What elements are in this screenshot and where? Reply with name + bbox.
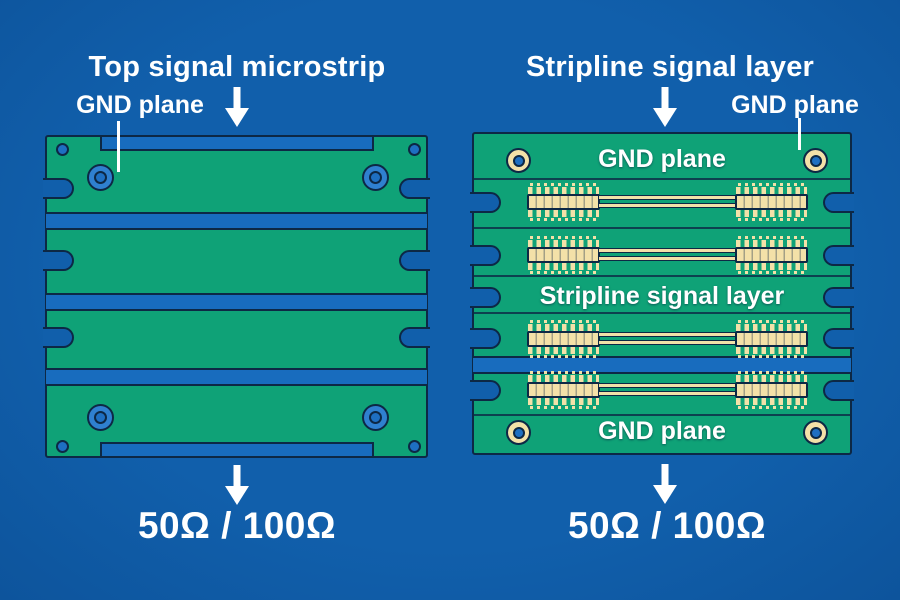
connector-row [527, 320, 808, 358]
copper-gap-stripe [46, 368, 427, 386]
plated-mounting-hole [506, 420, 531, 445]
edge-notch [470, 245, 501, 266]
edge-notch [399, 178, 430, 199]
edge-notch [823, 380, 854, 401]
edge-notch [823, 328, 854, 349]
tooling-hole [408, 440, 421, 453]
down-arrow-icon [653, 87, 677, 127]
right-gnd-plane-label: GND plane [731, 91, 859, 119]
smd-connector-footprint [735, 371, 808, 409]
smd-connector-footprint [527, 236, 600, 274]
connector-row [527, 371, 808, 409]
copper-gap-stripe [46, 293, 427, 311]
plated-mounting-hole [506, 148, 531, 173]
mounting-hole [362, 404, 389, 431]
tooling-hole [56, 440, 69, 453]
copper-gap-stripe [473, 356, 851, 374]
left-panel-title: Top signal microstrip [88, 51, 386, 83]
trace-separator [474, 227, 850, 229]
trace-separator [474, 414, 850, 416]
differential-pair-traces [598, 383, 737, 396]
smd-connector-footprint [527, 371, 600, 409]
right-impedance-label: 50Ω / 100Ω [567, 505, 767, 546]
smd-connector-footprint [527, 183, 600, 221]
copper-inset [100, 137, 374, 151]
edge-notch [823, 287, 854, 308]
tooling-hole [56, 143, 69, 156]
board-stripline-label: Stripline signal layer [539, 282, 785, 310]
trace-separator [474, 312, 850, 314]
copper-gap-stripe [46, 212, 427, 230]
down-arrow-icon [225, 87, 249, 127]
differential-pair-traces [598, 248, 737, 261]
connector-row [527, 183, 808, 221]
left-impedance-label: 50Ω / 100Ω [137, 505, 337, 546]
edge-notch [470, 192, 501, 213]
edge-notch [823, 192, 854, 213]
mounting-hole [362, 164, 389, 191]
connector-row [527, 236, 808, 274]
trace-separator [474, 178, 850, 180]
plated-mounting-hole [803, 420, 828, 445]
stripline-board: GND plane Stripline signal layer GND pla… [470, 132, 854, 455]
edge-notch [823, 245, 854, 266]
right-panel-title: Stripline signal layer [525, 51, 815, 83]
trace-separator [474, 275, 850, 277]
smd-connector-footprint [735, 320, 808, 358]
down-arrow-icon [653, 464, 677, 504]
differential-pair-traces [598, 195, 737, 208]
edge-notch [399, 327, 430, 348]
smd-connector-footprint [527, 320, 600, 358]
smd-connector-footprint [735, 236, 808, 274]
leader-line [117, 121, 120, 172]
edge-notch [470, 328, 501, 349]
plated-mounting-hole [803, 148, 828, 173]
left-gnd-plane-label: GND plane [76, 91, 204, 119]
microstrip-board [43, 135, 430, 458]
edge-notch [399, 250, 430, 271]
down-arrow-icon [225, 465, 249, 505]
edge-notch [470, 287, 501, 308]
mounting-hole [87, 404, 114, 431]
smd-connector-footprint [735, 183, 808, 221]
mounting-hole [87, 164, 114, 191]
leader-line [798, 118, 801, 150]
tooling-hole [408, 143, 421, 156]
edge-notch [43, 250, 74, 271]
edge-notch [43, 178, 74, 199]
board-gnd-top-label: GND plane [598, 145, 726, 173]
edge-notch [43, 327, 74, 348]
board-gnd-bottom-label: GND plane [598, 417, 726, 445]
differential-pair-traces [598, 332, 737, 345]
edge-notch [470, 380, 501, 401]
copper-inset [100, 442, 374, 456]
